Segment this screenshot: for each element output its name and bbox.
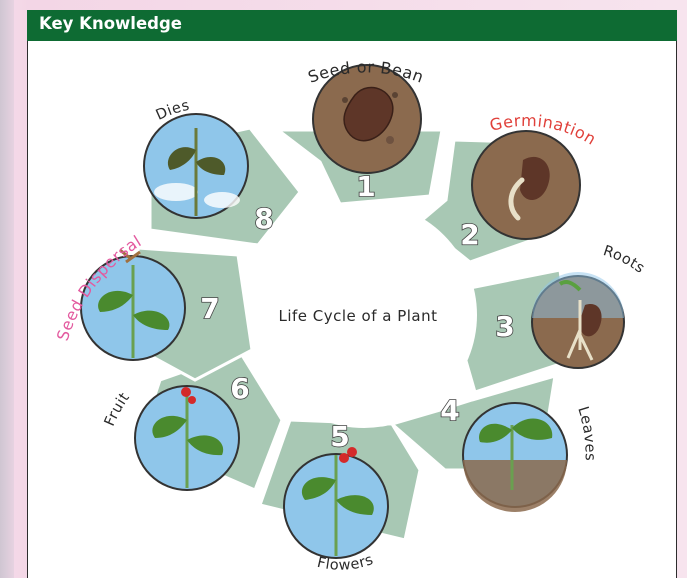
stage-label-5: Flowers [316,552,376,574]
stage-number-8: 8 [254,202,273,235]
leaves-illustration [462,402,568,512]
flowers-illustration [283,447,389,559]
stage-numbers: 1 2 3 4 5 6 7 8 [199,169,515,454]
stage-label-3: Roots [601,243,647,277]
roots-illustration [531,272,625,369]
stage-number-6: 6 [230,372,249,405]
center-label: Life Cycle of a Plant [278,307,437,325]
stage-number-2: 2 [460,218,479,251]
stage-label-4: Leaves [574,405,597,462]
background-strip [0,0,14,578]
seed-dispersal-illustration [80,248,186,361]
stage-number-4: 4 [440,394,459,427]
stage-number-7: 7 [200,292,219,325]
center-circle [251,202,477,428]
seed-illustration [312,64,422,174]
germination-illustration [471,130,581,240]
panel-title: Key Knowledge [39,14,182,33]
dies-illustration [143,113,249,219]
stage-number-1: 1 [356,170,375,203]
fruit-illustration [134,385,240,491]
stage-label-6: Fruit [102,390,133,429]
stage-number-3: 3 [495,310,514,343]
panel-header: Key Knowledge [27,10,677,41]
stage-number-5: 5 [330,420,349,453]
